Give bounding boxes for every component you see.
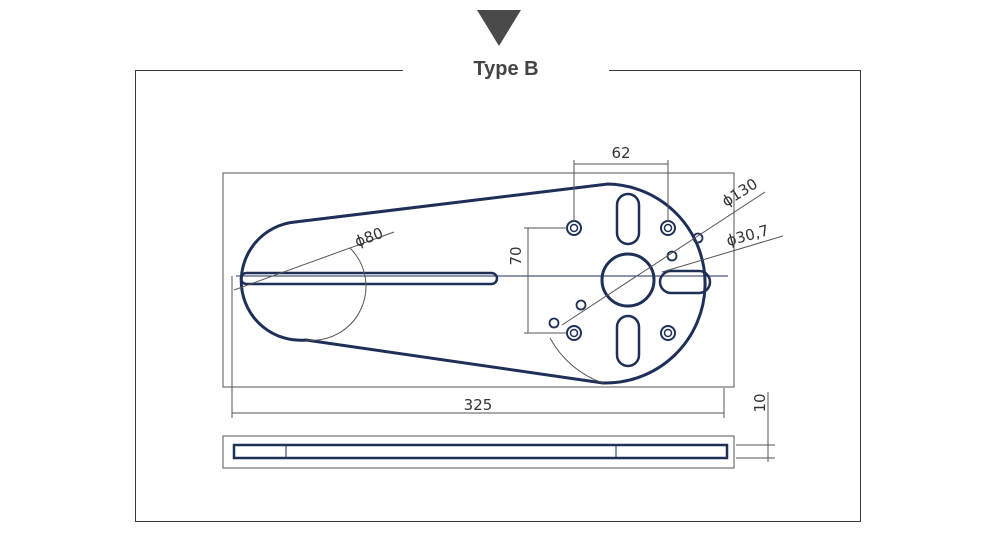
slot-top: [615, 192, 641, 246]
dim-70: 70: [507, 246, 525, 265]
side-view-plate: [232, 443, 729, 460]
long-slot: [239, 271, 499, 286]
top-view-border: [222, 172, 735, 388]
center-hole: [600, 252, 656, 308]
slot-bottom: [615, 314, 641, 368]
dim-325: 325: [464, 396, 493, 414]
dim-70-lines: [524, 227, 567, 334]
type-title: Type B: [473, 58, 539, 80]
title-gap: [403, 60, 609, 82]
dim-62: 62: [611, 144, 630, 162]
mounting-holes: [548, 220, 704, 341]
dim-10-lines: [736, 392, 775, 462]
dim-10: 10: [751, 393, 769, 412]
slot-right: [658, 269, 712, 295]
dim-diameter-130: ϕ130: [719, 175, 761, 211]
dim-62-lines: [573, 160, 669, 221]
plate-outline: [239, 182, 707, 385]
dim-diameter-30-7: ϕ30,7: [724, 221, 770, 250]
side-view-border: [222, 435, 735, 469]
diameter-leaders: [233, 191, 784, 384]
down-arrow-icon: [477, 10, 521, 46]
dim-diameter-80: ϕ80: [352, 224, 385, 251]
dim-325-lines: [231, 276, 725, 418]
